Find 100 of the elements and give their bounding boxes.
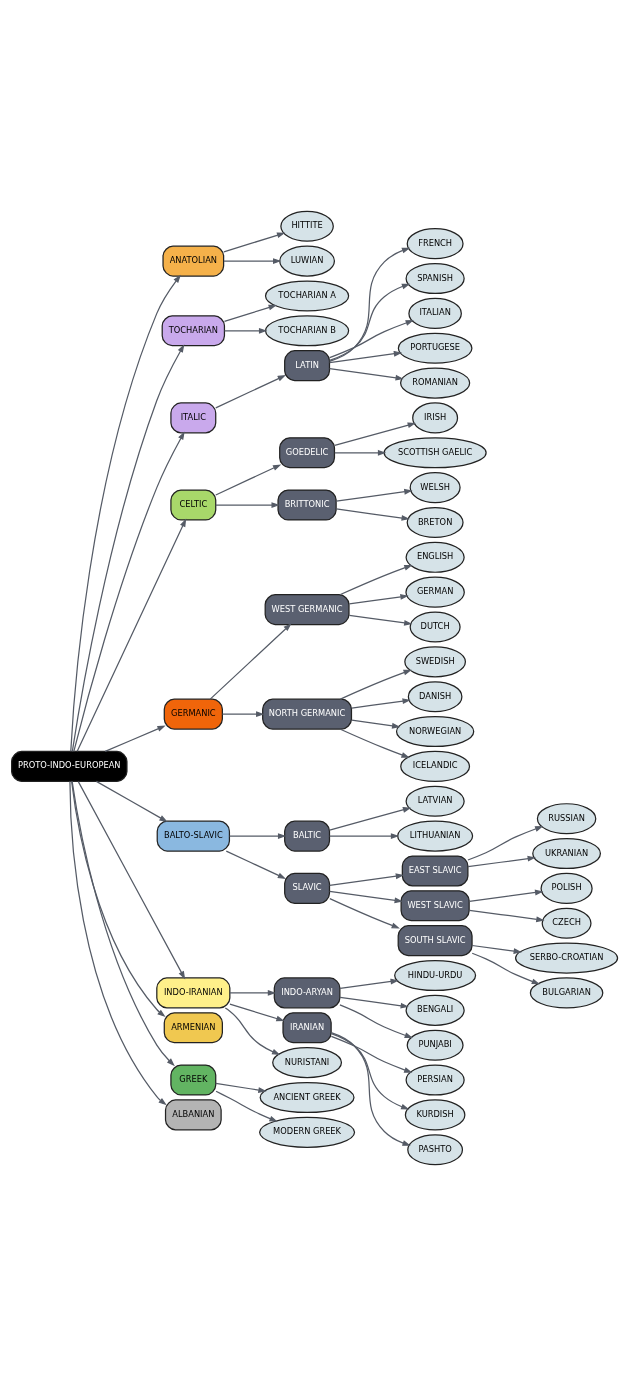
arrow [71,780,166,1017]
node-box: EAST SLAVIC [401,854,469,886]
arrow [209,622,292,700]
node-box: TOCHARIAN [161,314,226,346]
arrow [225,849,287,879]
arrow [76,518,187,752]
arrow [329,350,403,363]
node-box: SLAVIC [284,872,331,904]
arrow [471,952,541,984]
arrow [223,327,268,334]
arrow [329,890,403,903]
arrow [348,593,409,604]
arrow [70,274,181,752]
arrow [329,872,405,886]
node-ellipse: HINDU-URDU [394,959,477,991]
arrow [329,283,411,361]
node-box: CELTIC [170,489,217,521]
arrow [215,463,282,496]
node-ellipse: LUWIAN [279,245,336,277]
node-ellipse: SCOTTISH GAELIC [383,436,487,468]
arrow [334,421,416,446]
node-box: BALTO-SLAVIC [156,820,231,852]
node-ellipse: HITTITE [280,210,334,242]
node-box: ALBANIAN [164,1098,222,1130]
node-box: ITALIC [170,401,217,433]
node-ellipse: NORWEGIAN [395,715,475,747]
node-ellipse: LITHUANIAN [397,820,474,852]
node-ellipse: DANISH [407,680,463,712]
node-ellipse: PORTUGESE [397,332,473,364]
arrow [351,697,411,709]
node-ellipse: POLISH [540,872,593,904]
node-box: WEST SLAVIC [400,889,470,921]
arrow [73,430,185,752]
node-box: GREEK [170,1064,217,1096]
node-box: SOUTH SLAVIC [397,924,473,956]
arrow [223,304,277,322]
arrow [229,1002,285,1021]
arrow [77,780,186,979]
arrow [69,780,167,1105]
arrow [330,1032,410,1110]
arrow [229,832,287,839]
node-ellipse: PASHTO [407,1133,464,1165]
arrow [329,367,404,381]
node-ellipse: DUTCH [409,610,461,643]
arrow [215,501,280,508]
arrow [223,231,286,252]
arrow [467,855,536,867]
arrow [104,725,166,752]
node-box: WEST GERMANIC [264,593,350,625]
arrow [339,564,413,595]
node-box: GERMANIC [163,698,223,730]
node-ellipse: UKRANIAN [532,837,601,869]
node-ellipse: GERMAN [405,576,465,608]
node-ellipse: WELSH [409,471,461,503]
arrow [467,825,544,861]
arrow [329,247,411,362]
node-box: ANATOLIAN [162,245,225,277]
arrow [71,343,185,752]
node-ellipse: LATVIAN [405,785,465,817]
arrow [95,780,168,822]
arrow [329,319,414,358]
arrow [339,1003,413,1038]
arrow [471,944,522,954]
arrow [329,897,400,928]
node-box: ARMENIAN [163,1011,223,1043]
arrow [71,780,175,1066]
arrow [215,374,287,408]
arrow [339,669,412,700]
arrow [348,614,413,626]
node-box: BRITTONIC [277,489,337,521]
node-ellipse: IRISH [412,401,459,433]
node-box: GOEDELIC [279,436,336,468]
arrow [329,806,412,831]
node-ellipse: CZECH [541,907,592,939]
arrow [224,1006,281,1055]
node-box: BALTIC [284,820,331,852]
arrow [339,728,410,758]
node-ellipse: SPANISH [405,262,465,294]
arrow [339,996,409,1009]
arrow [334,449,387,456]
node-ellipse: ROMANIAN [400,367,471,399]
node-ellipse: BRETON [406,506,464,538]
arrow [215,1082,267,1093]
node-ellipse: BENGALI [405,994,465,1026]
node-box: IRANIAN [282,1011,332,1043]
node-box: LATIN [284,349,331,381]
node-ellipse: FRENCH [406,227,464,259]
node-ellipse: KURDISH [404,1098,466,1130]
arrow [351,719,401,729]
arrow [223,257,282,264]
arrow [215,1090,278,1122]
arrow [221,710,265,717]
arrow [329,832,400,839]
arrow [229,989,277,996]
arrow [468,909,545,922]
arrow [468,889,544,902]
arrow [335,507,410,521]
node-ellipse: ITALIAN [408,297,462,329]
arrow [339,978,399,989]
arrow [330,1035,413,1073]
